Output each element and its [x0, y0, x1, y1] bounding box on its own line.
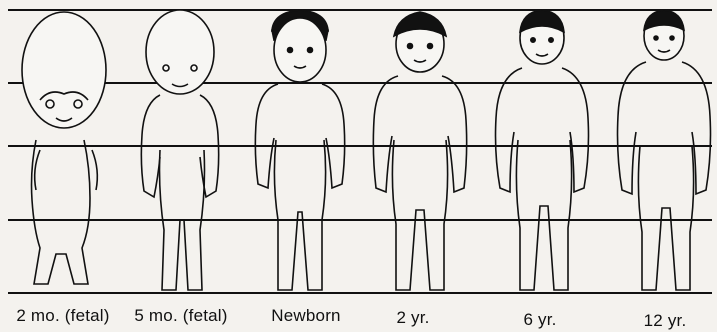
figure-6yr: [496, 10, 589, 290]
figure-label-newborn: Newborn: [271, 306, 340, 326]
figure-label-2mo-fetal: 2 mo. (fetal): [16, 306, 109, 326]
figure-5mo-fetal: [141, 10, 218, 290]
reference-lines: [8, 10, 712, 293]
figure-2yr: [373, 12, 466, 290]
figure-label-6yr: 6 yr.: [523, 310, 556, 330]
figure-label-2yr: 2 yr.: [396, 308, 429, 328]
figure-label-5mo-fetal: 5 mo. (fetal): [134, 306, 227, 326]
figure-label-12yr: 12 yr.: [644, 311, 687, 331]
figure-12yr: [618, 10, 711, 290]
figure-2mo-fetal: [22, 12, 106, 284]
figure-newborn: [255, 10, 344, 290]
